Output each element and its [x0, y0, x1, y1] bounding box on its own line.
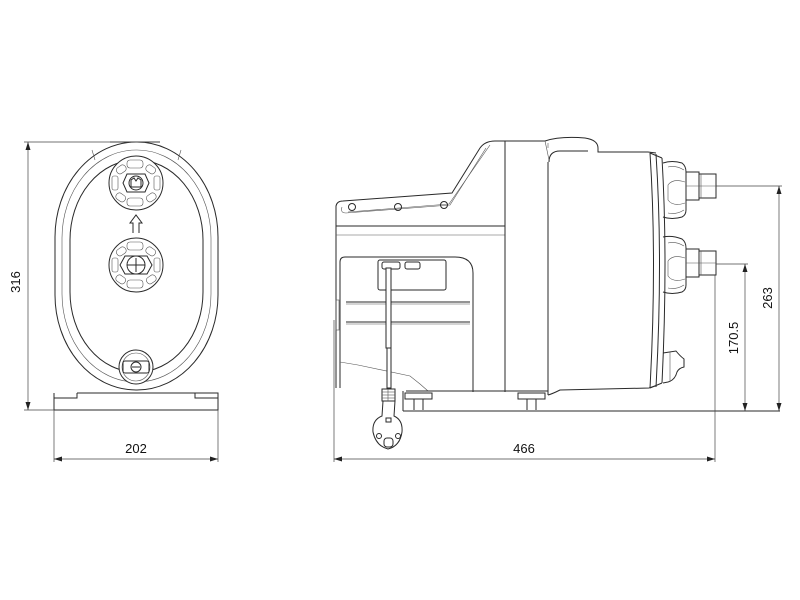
outlet-connection	[662, 161, 717, 219]
foot-rear	[404, 392, 433, 400]
power-plug-icon	[372, 388, 403, 450]
flow-direction-arrow-icon	[129, 214, 143, 233]
outlet-height-label: 263	[760, 287, 775, 309]
inlet-port-front	[108, 237, 164, 293]
drain-connection	[662, 350, 685, 384]
handle-hole-1	[348, 203, 356, 211]
front-height-label: 316	[8, 271, 23, 293]
dimension-front-width: 202	[53, 410, 219, 462]
carry-handle	[335, 140, 505, 229]
handle-hole-2	[394, 203, 402, 211]
foot-front	[517, 392, 546, 400]
inlet-connection	[662, 235, 717, 294]
inlet-height-label: 170.5	[726, 322, 741, 355]
drain-plug-front	[118, 349, 154, 385]
pump-flange	[649, 152, 666, 389]
power-cable	[385, 267, 392, 389]
control-box	[335, 256, 474, 392]
dimension-front-height: 316	[8, 141, 160, 411]
side-view	[335, 136, 780, 450]
front-view	[53, 141, 219, 411]
dimension-side-length: 466	[333, 275, 716, 462]
dimension-inlet-height: 170.5	[716, 263, 748, 411]
front-width-label: 202	[125, 441, 147, 456]
side-base-feet	[402, 390, 548, 412]
outlet-port-front	[108, 155, 164, 211]
dimension-outlet-height: 263	[716, 185, 782, 411]
side-length-label: 466	[513, 441, 535, 456]
motor-housing	[505, 136, 657, 396]
handle-hole-3	[440, 201, 448, 209]
front-base-foot	[53, 392, 219, 411]
